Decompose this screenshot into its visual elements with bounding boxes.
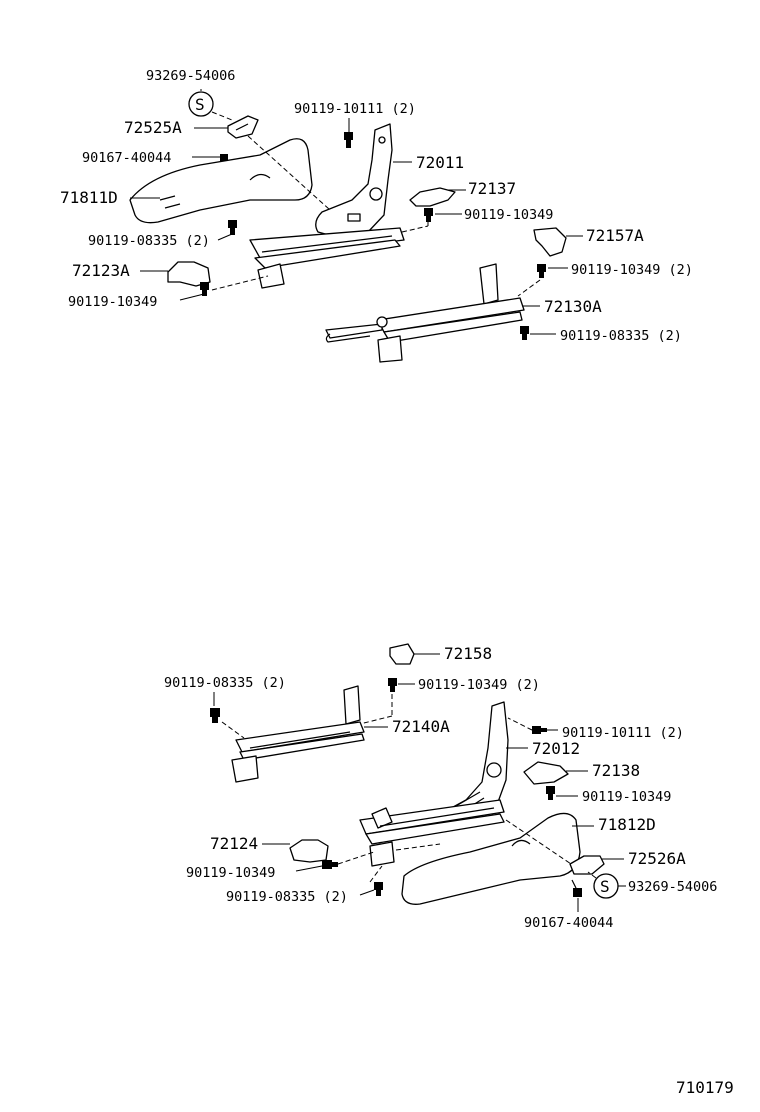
bolt-90119-10349-2-lower-icon bbox=[388, 678, 397, 692]
bolt-90119-08335-lower-a-icon bbox=[210, 708, 220, 723]
dash-10349-lower-b bbox=[337, 851, 375, 865]
label-90119-10111-upper: 90119-10111 (2) bbox=[294, 101, 416, 117]
side-shield-71811d-icon bbox=[129, 138, 313, 224]
label-72157a: 72157A bbox=[586, 226, 644, 245]
label-71812d: 71812D bbox=[598, 815, 656, 834]
dash-10111-lower bbox=[507, 717, 533, 731]
dash-10349-2-lower-b bbox=[359, 715, 393, 725]
label-90119-10349-2-lower: 90119-10349 (2) bbox=[418, 677, 540, 693]
bolt-90119-10111-lower-icon bbox=[532, 726, 547, 734]
label-90119-10349-upper-a: 90119-10349 bbox=[464, 207, 553, 223]
dash-08335-lower-b bbox=[369, 865, 383, 883]
s-symbol-lower: S bbox=[593, 873, 619, 899]
label-72138: 72138 bbox=[592, 761, 640, 780]
upper-assembly: 93269-54006 72525A 90119-10111 (2) 72011… bbox=[60, 68, 693, 363]
cover-72526a-icon bbox=[569, 855, 605, 875]
seat-track-72130a-icon bbox=[325, 263, 525, 363]
leader-90119-10349-upper-b bbox=[179, 293, 205, 301]
cover-72138-icon bbox=[523, 761, 569, 785]
cover-72525a-icon bbox=[227, 115, 259, 139]
label-90119-08335-lower-a: 90119-08335 (2) bbox=[164, 675, 286, 691]
dash-08335-lower-a bbox=[221, 721, 245, 739]
cover-72124-icon bbox=[289, 839, 329, 863]
leader-90119-08335-lower-b bbox=[359, 889, 375, 896]
label-90167-40044-upper: 90167-40044 bbox=[82, 150, 171, 166]
bolt-90119-08335-upper-a-icon bbox=[228, 220, 237, 235]
label-90119-08335-upper-a: 90119-08335 (2) bbox=[88, 233, 210, 249]
seat-track-lower-right-icon bbox=[359, 799, 505, 867]
cover-72157a-icon bbox=[533, 227, 567, 257]
diagram-number: 710179 bbox=[676, 1078, 734, 1097]
label-72158: 72158 bbox=[444, 644, 492, 663]
label-72137: 72137 bbox=[468, 179, 516, 198]
svg-text:S: S bbox=[600, 877, 610, 896]
bolt-90119-08335-upper-b-icon bbox=[520, 326, 529, 340]
dash-72526a bbox=[505, 819, 575, 867]
label-72011: 72011 bbox=[416, 153, 464, 172]
cover-72158-icon bbox=[389, 643, 415, 665]
lower-assembly: 72158 90119-08335 (2) 90119-10349 (2) 72… bbox=[164, 643, 717, 931]
bolt-90119-10349-2-upper-icon bbox=[537, 264, 546, 278]
label-90119-08335-upper-b: 90119-08335 (2) bbox=[560, 328, 682, 344]
label-72123a: 72123A bbox=[72, 261, 130, 280]
bolt-90119-10111-upper-icon bbox=[344, 132, 353, 148]
label-72140a: 72140A bbox=[392, 717, 450, 736]
dash-72525a bbox=[247, 135, 331, 211]
dash-s-lower bbox=[587, 871, 597, 879]
seat-track-72140a-icon bbox=[231, 685, 365, 783]
leader-90119-10349-lower-b bbox=[295, 865, 323, 872]
seat-track-upper-left-icon bbox=[249, 227, 405, 289]
label-72124: 72124 bbox=[210, 834, 258, 853]
label-90119-10111-lower: 90119-10111 (2) bbox=[562, 725, 684, 741]
cover-72137-icon bbox=[409, 187, 456, 207]
bolt-90119-08335-lower-b-icon bbox=[374, 882, 383, 896]
label-72526a: 72526A bbox=[628, 849, 686, 868]
side-shield-71812d-icon bbox=[401, 812, 581, 905]
bolt-90119-10349-lower-a-icon bbox=[546, 786, 555, 800]
s-symbol-upper: S bbox=[188, 91, 214, 117]
label-72525a: 72525A bbox=[124, 118, 182, 137]
leader-90119-08335-upper-a bbox=[217, 233, 233, 241]
bolt-90119-10349-upper-b-icon bbox=[200, 282, 209, 296]
label-71811d: 71811D bbox=[60, 188, 118, 207]
cover-72123a-icon bbox=[167, 261, 211, 287]
dash-track-upper bbox=[401, 225, 429, 233]
bolt-90119-10349-upper-a-icon bbox=[424, 208, 433, 222]
svg-text:S: S bbox=[195, 95, 205, 114]
label-90119-10349-lower-b: 90119-10349 bbox=[186, 865, 275, 881]
label-90119-10349-2-upper: 90119-10349 (2) bbox=[571, 262, 693, 278]
dash-72130a-bolt bbox=[517, 279, 541, 297]
label-90167-40044-lower: 90167-40044 bbox=[524, 915, 613, 931]
label-90119-10349-upper-b: 90119-10349 bbox=[68, 294, 157, 310]
leader-s-upper bbox=[211, 111, 233, 121]
label-93269-54006-lower: 93269-54006 bbox=[628, 879, 717, 895]
screw-90167-40044-lower-icon bbox=[571, 879, 582, 897]
label-90119-08335-lower-b: 90119-08335 (2) bbox=[226, 889, 348, 905]
label-93269-54006-upper: 93269-54006 bbox=[146, 68, 235, 84]
dash-72123a bbox=[211, 275, 269, 291]
label-72130a: 72130A bbox=[544, 297, 602, 316]
label-90119-10349-lower-a: 90119-10349 bbox=[582, 789, 671, 805]
bolt-90119-10349-lower-b-icon bbox=[322, 860, 338, 869]
recliner-plate-72011-icon bbox=[315, 123, 393, 239]
dash-track-lower bbox=[395, 843, 441, 851]
label-72012: 72012 bbox=[532, 739, 580, 758]
